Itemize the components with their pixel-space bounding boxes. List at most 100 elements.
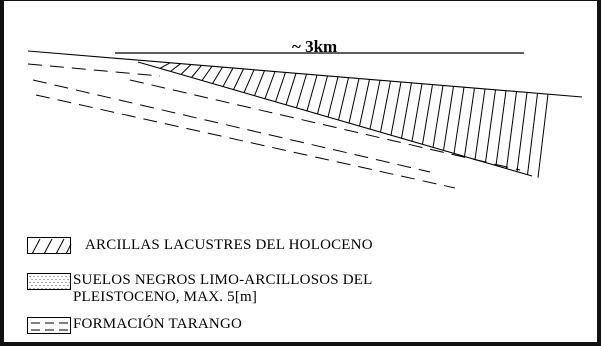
hatch-stroke <box>348 78 360 124</box>
dot <box>57 282 59 283</box>
hatch-stroke <box>317 75 328 115</box>
hatch-stroke <box>390 81 402 136</box>
dot <box>39 279 41 280</box>
dot <box>59 279 61 280</box>
tarango-formation-dashes <box>27 63 521 189</box>
hatch-stroke <box>401 82 412 139</box>
dot <box>41 288 43 289</box>
hatch-stroke <box>191 65 202 78</box>
hatch-stroke <box>453 87 465 154</box>
hatch-stroke <box>222 67 234 87</box>
hatch-stroke <box>422 84 433 145</box>
dot <box>67 279 69 280</box>
dot <box>69 276 71 277</box>
dot <box>61 282 63 283</box>
dot <box>45 288 47 289</box>
hatch-stroke <box>285 73 297 105</box>
legend-line: SUELOS NEGROS LIMO-ARCILLOSOS DEL <box>73 272 373 288</box>
scale-label: ~ 3km <box>292 37 338 56</box>
hatch-stroke <box>170 63 181 72</box>
hatch-stroke <box>212 66 223 84</box>
hatch-stroke <box>243 69 255 93</box>
hatch-stroke <box>306 74 318 112</box>
dot <box>37 288 39 289</box>
legend-label-tarango: FORMACIÓN TARANGO <box>73 316 242 333</box>
hatch-stroke <box>264 71 276 99</box>
dot <box>33 276 35 277</box>
dot <box>45 282 47 283</box>
dot <box>67 285 69 286</box>
legend-item-holoceno: ARCILLAS LACUSTRES DEL HOLOCENO <box>27 236 373 255</box>
dot <box>37 276 39 277</box>
hatch-stroke <box>327 76 339 118</box>
hatch-stroke <box>369 80 381 130</box>
dot <box>31 279 33 280</box>
dot <box>61 288 63 289</box>
hatch-stroke <box>516 92 528 172</box>
dot <box>43 279 45 280</box>
dot <box>63 285 65 286</box>
dot <box>47 279 49 280</box>
dashes-swatch <box>27 317 71 334</box>
dot <box>29 288 31 289</box>
clay-base-line <box>137 61 533 177</box>
hatch-stroke <box>296 73 307 109</box>
legend-label-holoceno: ARCILLAS LACUSTRES DEL HOLOCENO <box>85 237 373 254</box>
dot <box>53 282 55 283</box>
dot <box>29 276 31 277</box>
dot <box>65 276 67 277</box>
dot <box>31 285 33 286</box>
legend-line: FORMACIÓN TARANGO <box>73 316 243 332</box>
dot <box>53 276 55 277</box>
hatch-stroke <box>233 68 244 90</box>
dot <box>55 285 57 286</box>
dot <box>65 288 67 289</box>
dot <box>51 285 53 286</box>
hatch-stroke <box>474 88 486 160</box>
dot <box>63 279 65 280</box>
dot <box>51 279 53 280</box>
dot <box>33 282 35 283</box>
lacustrine-clay-hatch <box>159 62 549 178</box>
dot <box>29 282 31 283</box>
hatch-stroke <box>201 66 213 81</box>
hatch-stroke <box>464 88 475 157</box>
legend-line: PLEISTOCENO, MAX. 5[m] <box>73 289 258 305</box>
hatch-stroke <box>411 83 423 142</box>
dot <box>39 285 41 286</box>
dot <box>57 276 59 277</box>
dot <box>55 279 57 280</box>
dot <box>35 279 37 280</box>
dot <box>35 285 37 286</box>
dot <box>49 282 51 283</box>
hatch-stroke <box>485 89 496 163</box>
legend-label-pleistoceno: SUELOS NEGROS LIMO-ARCILLOSOS DEL PLEIST… <box>73 272 373 306</box>
dot <box>65 282 67 283</box>
ground-surface-line <box>27 50 583 98</box>
hatch-stroke <box>338 77 349 121</box>
dot <box>41 276 43 277</box>
dot <box>49 276 51 277</box>
hatch-stroke <box>432 85 444 148</box>
hatch-stroke <box>506 91 517 169</box>
dot <box>45 276 47 277</box>
hatch-swatch <box>27 237 72 255</box>
legend-line: ARCILLAS LACUSTRES DEL HOLOCENO <box>85 237 373 253</box>
hatch-stroke <box>359 79 370 127</box>
dot <box>59 285 61 286</box>
legend-item-tarango: FORMACIÓN TARANGO <box>27 316 242 334</box>
dot <box>49 288 51 289</box>
hatch-stroke <box>537 94 549 178</box>
dot <box>41 282 43 283</box>
hatch-stroke <box>443 86 454 151</box>
dots-swatch <box>27 273 71 290</box>
dot <box>53 288 55 289</box>
dot <box>69 288 71 289</box>
hatch-stroke <box>275 72 286 102</box>
dot <box>61 276 63 277</box>
hatch-stroke <box>159 62 171 69</box>
hatch-stroke <box>495 90 507 166</box>
legend-item-pleistoceno: SUELOS NEGROS LIMO-ARCILLOSOS DEL PLEIST… <box>27 272 373 306</box>
dot <box>69 282 71 283</box>
